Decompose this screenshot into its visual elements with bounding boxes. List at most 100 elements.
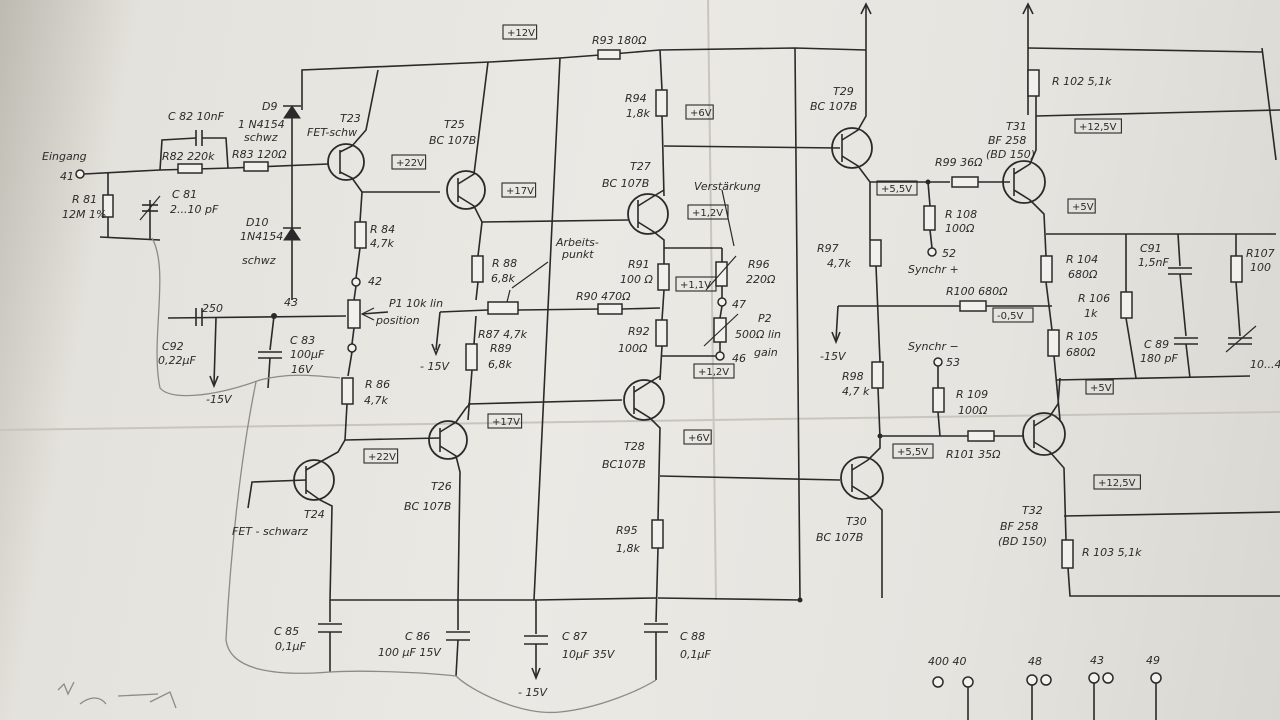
component-label: -15V <box>206 393 233 406</box>
t24-source <box>305 439 346 471</box>
arrow-head-icon <box>831 331 841 345</box>
resistor-r109 <box>932 387 945 413</box>
positive-supply-rail <box>301 47 867 110</box>
resistor-r84 <box>354 221 367 249</box>
component-label: 100μF <box>290 348 325 361</box>
component-label: T23 <box>340 112 361 125</box>
voltage-label: +12,5V <box>1079 122 1117 133</box>
terminal-42 <box>351 277 361 287</box>
component-label: BF 258 <box>1000 520 1038 533</box>
transistor-t25 <box>446 170 486 210</box>
component-label: 43 <box>1090 654 1104 667</box>
t28-to-t30-wire <box>659 475 841 481</box>
component-label: R83 120Ω <box>232 148 287 161</box>
p1-wiper <box>361 311 389 315</box>
voltage-box <box>391 154 427 170</box>
resistor-r86 <box>341 377 354 405</box>
voltage-label: +1,1V <box>680 280 711 291</box>
resistor-r101 <box>967 430 995 442</box>
component-label: R 108 <box>945 208 977 221</box>
potentiometer-p2 <box>713 317 727 343</box>
component-label: R97 <box>817 242 839 255</box>
component-label: 220Ω <box>746 273 776 286</box>
potentiometer-r96 <box>715 261 728 287</box>
resistor-r103 <box>1061 539 1074 569</box>
r91-wire <box>661 289 665 321</box>
voltage-label: +1,2V <box>692 208 723 219</box>
component-label: P1 10k lin <box>389 297 443 310</box>
r89-wire <box>467 369 473 421</box>
resistor-r107 <box>1230 255 1243 283</box>
t23-source <box>339 171 363 223</box>
component-label: Arbeits- <box>555 236 599 249</box>
component-label: R92 <box>628 325 650 338</box>
resistor-r90 <box>597 303 623 315</box>
component-label: C 81 <box>172 188 197 201</box>
component-label: R95 <box>616 524 638 537</box>
voltage-box <box>683 429 712 445</box>
c92-wire <box>167 315 347 319</box>
component-label: 16V <box>291 363 314 376</box>
component-label: 10...4 <box>1250 358 1280 371</box>
component-label: R89 <box>490 342 512 355</box>
component-label: 53 <box>946 356 960 369</box>
component-label: T24 <box>304 508 325 521</box>
t32-emitter <box>1033 377 1061 427</box>
component-label: 49 <box>1146 654 1160 667</box>
component-label: R91 <box>628 258 650 271</box>
connector-terminal-43a <box>1088 672 1100 684</box>
component-label: R 109 <box>956 388 988 401</box>
c83-wire <box>269 315 275 351</box>
voltage-box <box>675 276 717 292</box>
input-ground-wire <box>99 236 161 241</box>
resistor-r89 <box>465 343 478 371</box>
component-label: T31 <box>1006 120 1027 133</box>
component-label: C 83 <box>290 334 315 347</box>
component-label: T29 <box>833 85 854 98</box>
voltage-box <box>892 443 934 459</box>
component-label: 52 <box>942 247 956 260</box>
voltage-label: +12,5V <box>1098 478 1136 489</box>
component-label: 100 μF 15V <box>378 646 442 659</box>
connector-terminal-48b <box>1040 674 1052 686</box>
t32-collector <box>1033 441 1067 541</box>
resistor-r98 <box>871 361 884 389</box>
component-label: R93 180Ω <box>592 34 647 47</box>
t26-to-t28-wire <box>467 399 623 405</box>
component-label: R99 36Ω <box>935 156 983 169</box>
component-label: BC 107B <box>602 177 649 190</box>
r108-wire <box>929 229 933 249</box>
component-label: punkt <box>561 248 594 261</box>
p1-wire <box>353 285 357 301</box>
arrow-head-icon <box>431 343 441 357</box>
t29-emitter <box>841 155 871 240</box>
potentiometer-r87 <box>487 301 519 315</box>
component-label: 41 <box>60 170 74 183</box>
c82-wire <box>159 137 197 171</box>
r88-wire <box>475 281 479 301</box>
t28-emitter <box>633 375 661 393</box>
component-label: schwz <box>244 131 278 144</box>
component-label: BC 107B <box>429 134 476 147</box>
voltage-label: +17V <box>492 417 520 428</box>
r104-wire <box>1045 281 1053 331</box>
t26-collector <box>439 403 471 433</box>
transistor-t27 <box>627 193 669 235</box>
t32-output-wire <box>1063 511 1280 517</box>
component-label: C 89 <box>1144 338 1169 351</box>
component-label: R90 470Ω <box>576 290 631 303</box>
component-label: 12M 1% <box>62 208 106 221</box>
component-label: 400 40 <box>928 655 967 668</box>
voltage-label: +5V <box>1090 383 1112 394</box>
component-label: R 104 <box>1066 253 1098 266</box>
component-label: T32 <box>1022 504 1043 517</box>
component-label: 4,7 k <box>842 385 870 398</box>
voltage-box <box>1093 474 1141 490</box>
connector-terminal-43b <box>1102 672 1114 684</box>
component-label: 250 <box>202 302 223 315</box>
transistor-t29 <box>831 127 873 169</box>
p2-wire <box>719 305 723 319</box>
component-label: R 81 <box>72 193 97 206</box>
r92-wire <box>659 345 663 381</box>
resistor-r104 <box>1040 255 1053 283</box>
